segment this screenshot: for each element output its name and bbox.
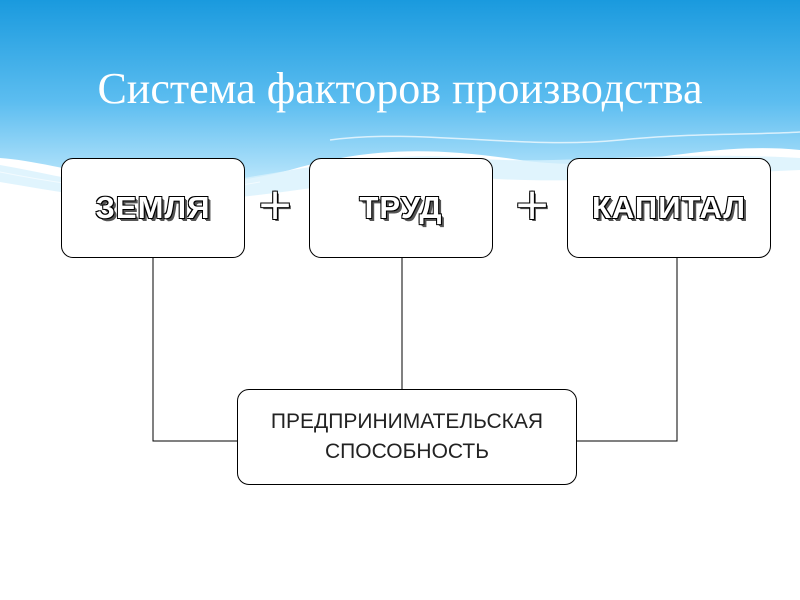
factor-box-capital: КАПИТАЛ — [567, 158, 771, 258]
entrepreneurship-line-2: СПОСОБНОСТЬ — [325, 440, 489, 463]
entrepreneurship-line-1: ПРЕДПРИНИМАТЕЛЬСКАЯ — [270, 410, 544, 433]
factor-label-capital: КАПИТАЛ — [592, 190, 746, 225]
factor-label-land: ЗЕМЛЯ — [95, 190, 211, 225]
connector-capital — [577, 258, 678, 442]
plus-sign: + — [513, 179, 551, 230]
entrepreneurship-box: ПРЕДПРИНИМАТЕЛЬСКАЯ СПОСОБНОСТЬ — [237, 389, 577, 485]
connector-land — [152, 258, 237, 442]
factor-box-land: ЗЕМЛЯ — [61, 158, 245, 258]
plus-sign: + — [256, 179, 294, 230]
slide-title: Система факторов производства — [97, 64, 703, 113]
factor-box-labor: ТРУД — [309, 158, 493, 258]
factor-label-labor: ТРУД — [359, 190, 443, 225]
